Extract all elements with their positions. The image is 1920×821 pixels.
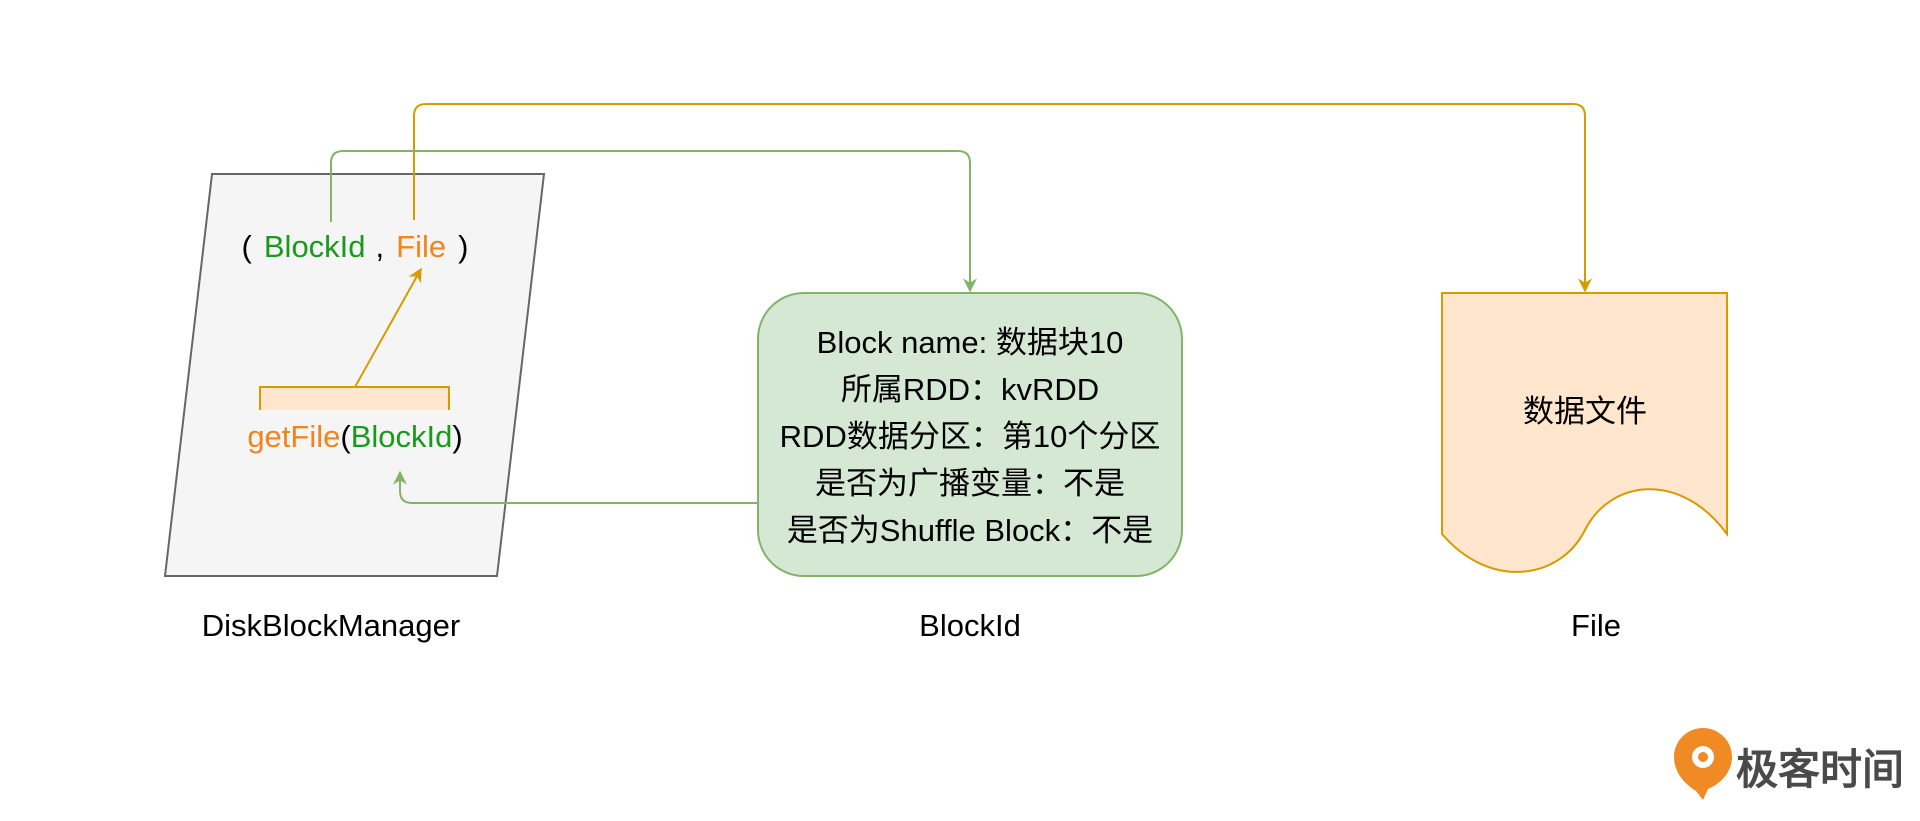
blockid-line-shuffle: 是否为Shuffle Block：不是 xyxy=(787,513,1153,548)
getfile-call-text: getFile(BlockId) xyxy=(247,419,462,454)
tuple-text: ( BlockId, File) xyxy=(242,229,469,264)
blockid-line-partition: RDD数据分区：第10个分区 xyxy=(780,419,1161,454)
geektime-logo-icon xyxy=(1674,728,1732,800)
file-document-shape xyxy=(1441,292,1728,573)
getfile-open-paren: ( xyxy=(340,419,351,454)
blockid-box xyxy=(757,292,1183,577)
getfile-bracket-fill xyxy=(260,387,449,410)
tuple-file: File xyxy=(396,229,446,264)
file-document-content: 数据文件 xyxy=(1523,394,1647,429)
blockid-line-name: Block name: 数据块10 xyxy=(817,325,1124,360)
logo-text: 极客时间 xyxy=(1736,746,1904,793)
disk-block-manager-label: DiskBlockManager xyxy=(202,608,460,643)
getfile-result-arrow xyxy=(354,267,422,388)
getfile-close-paren: ) xyxy=(452,419,462,454)
blockid-label: BlockId xyxy=(919,608,1021,643)
tuple-open-paren: ( xyxy=(242,229,253,264)
file-label: File xyxy=(1571,608,1621,643)
disk-block-manager-shape xyxy=(163,173,546,577)
blockid-connector-arrow xyxy=(330,150,977,293)
blockid-line-broadcast: 是否为广播变量：不是 xyxy=(815,466,1125,501)
blockid-input-arrow xyxy=(393,470,758,504)
file-connector-arrow xyxy=(413,103,1592,293)
tuple-comma: , xyxy=(376,229,385,264)
getfile-arg: BlockId xyxy=(351,419,453,454)
getfile-func: getFile xyxy=(247,419,340,454)
tuple-close-paren: ) xyxy=(458,229,468,264)
getfile-bracket xyxy=(259,386,450,410)
tuple-blockid: BlockId xyxy=(264,229,366,264)
blockid-line-rdd: 所属RDD：kvRDD xyxy=(841,372,1099,407)
